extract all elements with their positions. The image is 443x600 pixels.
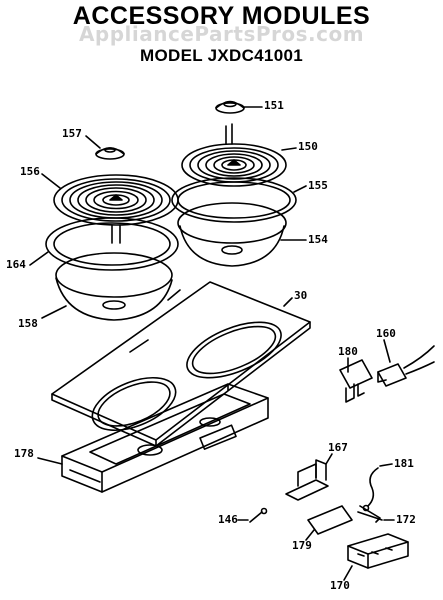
callout-151: 151: [264, 99, 284, 112]
callout-155: 155: [308, 179, 328, 192]
part-172-clip: [357, 505, 395, 523]
part-150-right-element: [181, 123, 297, 187]
part-151-cap: [215, 100, 263, 114]
part-156-left-element: [41, 173, 179, 244]
callout-160: 160: [376, 327, 396, 340]
part-170-switch-block: [343, 533, 409, 581]
part-30-top-panel: [51, 281, 311, 447]
callout-180: 180: [338, 345, 358, 358]
part-154-right-drip-pan: [177, 202, 307, 267]
callout-156: 156: [20, 165, 40, 178]
watermark-text: AppliancePartsPros.com: [78, 22, 365, 46]
callout-157: 157: [62, 127, 82, 140]
callout-178: 178: [14, 447, 34, 460]
callout-181: 181: [394, 457, 414, 470]
callout-150: 150: [298, 140, 318, 153]
callout-154: 154: [308, 233, 328, 246]
part-180-connector: [339, 357, 373, 403]
part-157-cap: [85, 135, 125, 160]
callout-164: 164: [6, 258, 26, 271]
callout-30: 30: [294, 289, 308, 302]
part-146-screw: [237, 507, 268, 523]
model-title: MODEL JXDC41001: [140, 46, 303, 65]
part-178-base-box: [37, 383, 269, 493]
part-158-left-drip-pan: [41, 252, 181, 321]
callout-179: 179: [292, 539, 312, 552]
part-164-left-trim-ring: [29, 217, 179, 271]
callout-170: 170: [330, 579, 350, 592]
part-167-bracket: [285, 453, 333, 501]
diagram-title: ACCESSORY MODULES: [72, 2, 371, 30]
callout-172: 172: [396, 513, 416, 526]
part-160-wire-harness: [377, 339, 435, 387]
callout-167: 167: [328, 441, 348, 454]
callout-146: 146: [218, 513, 238, 526]
part-155-right-trim-ring: [171, 177, 307, 223]
part-179-pad: [305, 505, 353, 541]
part-181-wire: [362, 463, 393, 512]
callout-158: 158: [18, 317, 38, 330]
